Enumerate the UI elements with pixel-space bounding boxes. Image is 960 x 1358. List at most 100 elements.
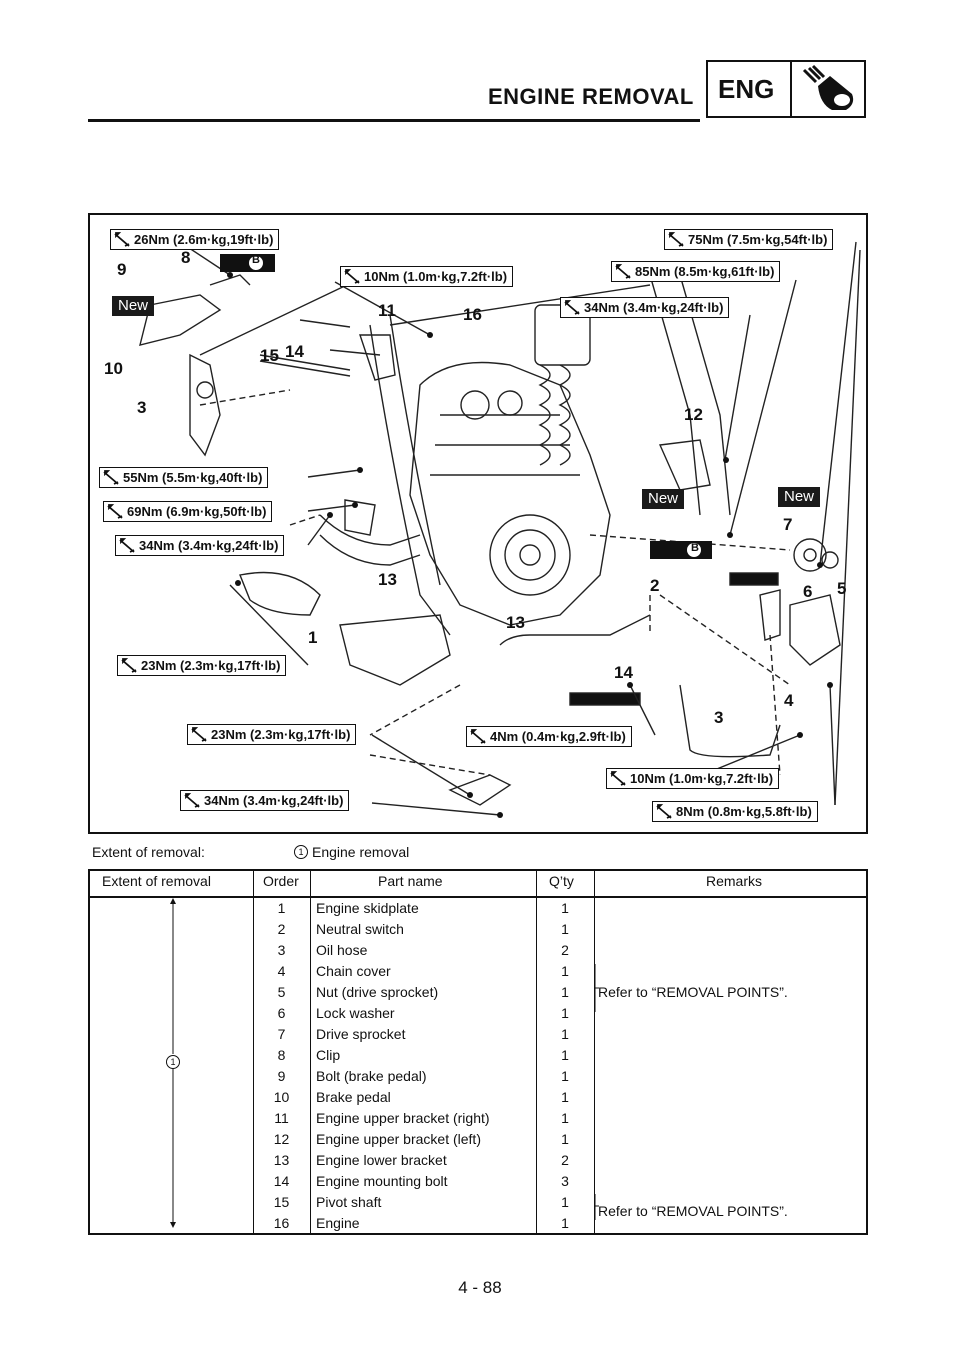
row-order: 4 — [277, 963, 286, 979]
row-qty: 1 — [561, 900, 569, 916]
row-part-name: Engine lower bracket — [316, 1152, 447, 1168]
callout-number: 9 — [117, 260, 127, 279]
header-rule — [88, 119, 700, 122]
callout-number: 6 — [803, 582, 813, 601]
wrench-icon — [470, 728, 486, 744]
row-order: 11 — [274, 1110, 289, 1126]
row-qty: 1 — [561, 921, 569, 937]
torque-value: 4Nm (0.4m·kg,2.9ft·lb) — [490, 729, 626, 744]
callout-number: 16 — [463, 305, 482, 324]
row-order: 2 — [277, 921, 286, 937]
torque-spec-label: 8Nm (0.8m·kg,5.8ft·lb) — [652, 801, 818, 822]
torque-spec-label: 23Nm (2.3m·kg,17ft·lb) — [187, 724, 357, 745]
page-title: ENGINE REMOVAL — [488, 84, 694, 109]
row-qty: 3 — [561, 1173, 569, 1189]
row-part-name: Engine skidplate — [316, 900, 419, 916]
row-order: 16 — [273, 1215, 290, 1231]
row-qty: 1 — [561, 963, 569, 979]
row-qty: 1 — [561, 1089, 569, 1105]
callout-number: 12 — [684, 405, 703, 424]
wrench-icon — [564, 299, 580, 315]
row-part-name: Bolt (brake pedal) — [316, 1068, 427, 1084]
row-order: 9 — [277, 1068, 286, 1084]
torque-value: 26Nm (2.6m·kg,19ft·lb) — [134, 232, 274, 247]
engine-icon — [802, 64, 854, 110]
col-header-order: Order — [263, 873, 299, 889]
remark-bracket — [594, 1194, 599, 1220]
torque-value: 23Nm (2.3m·kg,17ft·lb) — [211, 727, 351, 742]
row-order: 5 — [277, 984, 286, 1000]
remark-text: Refer to “REMOVAL POINTS”. — [598, 1203, 788, 1219]
wrench-icon — [119, 537, 135, 553]
extent-label: Extent of removal: — [92, 844, 205, 860]
torque-value: 34Nm (3.4m·kg,24ft·lb) — [204, 793, 344, 808]
table-col-divider — [536, 869, 537, 1235]
wrench-icon — [344, 268, 360, 284]
row-part-name: Drive sprocket — [316, 1026, 406, 1042]
row-part-name: Clip — [316, 1047, 341, 1063]
torque-spec-label: 26Nm (2.6m·kg,19ft·lb) — [110, 229, 280, 250]
section-badge-divider — [790, 60, 792, 118]
callout-number: 3 — [137, 398, 147, 417]
col-header-remarks: Remarks — [706, 873, 763, 889]
torque-spec-label: 55Nm (5.5m·kg,40ft·lb) — [99, 467, 269, 488]
callout-number: 2 — [650, 576, 660, 595]
callout-number: 1 — [308, 628, 318, 647]
torque-value: 10Nm (1.0m·kg,7.2ft·lb) — [364, 269, 508, 284]
table-header-rule — [88, 896, 868, 898]
torque-spec-label: 10Nm (1.0m·kg,7.2ft·lb) — [606, 768, 780, 789]
torque-value: 23Nm (2.3m·kg,17ft·lb) — [141, 658, 281, 673]
torque-spec-label: 10Nm (1.0m·kg,7.2ft·lb) — [340, 266, 514, 287]
row-part-name: Brake pedal — [316, 1089, 391, 1105]
torque-spec-label: 85Nm (8.5m·kg,61ft·lb) — [611, 261, 781, 282]
col-header-part: Part name — [378, 873, 443, 889]
new-part-badge: New — [112, 296, 155, 316]
callout-number: 11 — [378, 301, 396, 320]
row-part-name: Oil hose — [316, 942, 368, 958]
table-col-divider — [594, 869, 595, 1235]
callout-number: 4 — [784, 691, 794, 710]
row-order: 3 — [277, 942, 286, 958]
torque-spec-label: 34Nm (3.4m·kg,24ft·lb) — [560, 297, 730, 318]
torque-spec-label: 34Nm (3.4m·kg,24ft·lb) — [180, 790, 350, 811]
callout-number: 14 — [285, 342, 304, 361]
torque-spec-label: 75Nm (7.5m·kg,54ft·lb) — [664, 229, 834, 250]
torque-value: 75Nm (7.5m·kg,54ft·lb) — [688, 232, 828, 247]
callout-number: 8 — [181, 248, 191, 267]
grease-marker-top — [220, 254, 275, 272]
row-qty: 1 — [561, 984, 569, 1000]
row-part-name: Engine upper bracket (right) — [316, 1110, 490, 1126]
row-qty: 1 — [561, 1047, 569, 1063]
wrench-icon — [656, 803, 672, 819]
grease-label-top: B — [252, 254, 260, 266]
circled-marker: 1 — [166, 1055, 180, 1069]
row-qty: 1 — [561, 1110, 569, 1126]
wrench-icon — [121, 657, 137, 673]
row-order: 13 — [273, 1152, 290, 1168]
row-qty: 1 — [561, 1215, 569, 1231]
row-part-name: Nut (drive sprocket) — [316, 984, 439, 1000]
exploded-diagram-frame — [88, 213, 868, 834]
row-order: 15 — [273, 1194, 290, 1210]
row-part-name: Lock washer — [316, 1005, 395, 1021]
callout-number: 13 — [506, 613, 525, 632]
col-header-extent: Extent of removal — [102, 873, 211, 889]
row-part-name: Neutral switch — [316, 921, 404, 937]
row-part-name: Engine — [316, 1215, 360, 1231]
section-badge — [706, 60, 866, 118]
torque-value: 34Nm (3.4m·kg,24ft·lb) — [139, 538, 279, 553]
wrench-icon — [103, 469, 119, 485]
section-label: ENG — [718, 74, 775, 104]
wrench-icon — [615, 263, 631, 279]
torque-spec-label: 69Nm (6.9m·kg,50ft·lb) — [103, 501, 273, 522]
remark-text: Refer to “REMOVAL POINTS”. — [598, 984, 788, 1000]
torque-spec-label: 23Nm (2.3m·kg,17ft·lb) — [117, 655, 287, 676]
wrench-icon — [114, 231, 130, 247]
torque-value: 34Nm (3.4m·kg,24ft·lb) — [584, 300, 724, 315]
engine-exploded-diagram — [139, 241, 861, 818]
callout-number: 7 — [783, 515, 793, 534]
col-header-qty: Q’ty — [549, 873, 574, 889]
row-qty: 1 — [561, 1131, 569, 1147]
row-order: 7 — [277, 1026, 286, 1042]
grease-label-bottom: B — [691, 542, 699, 554]
